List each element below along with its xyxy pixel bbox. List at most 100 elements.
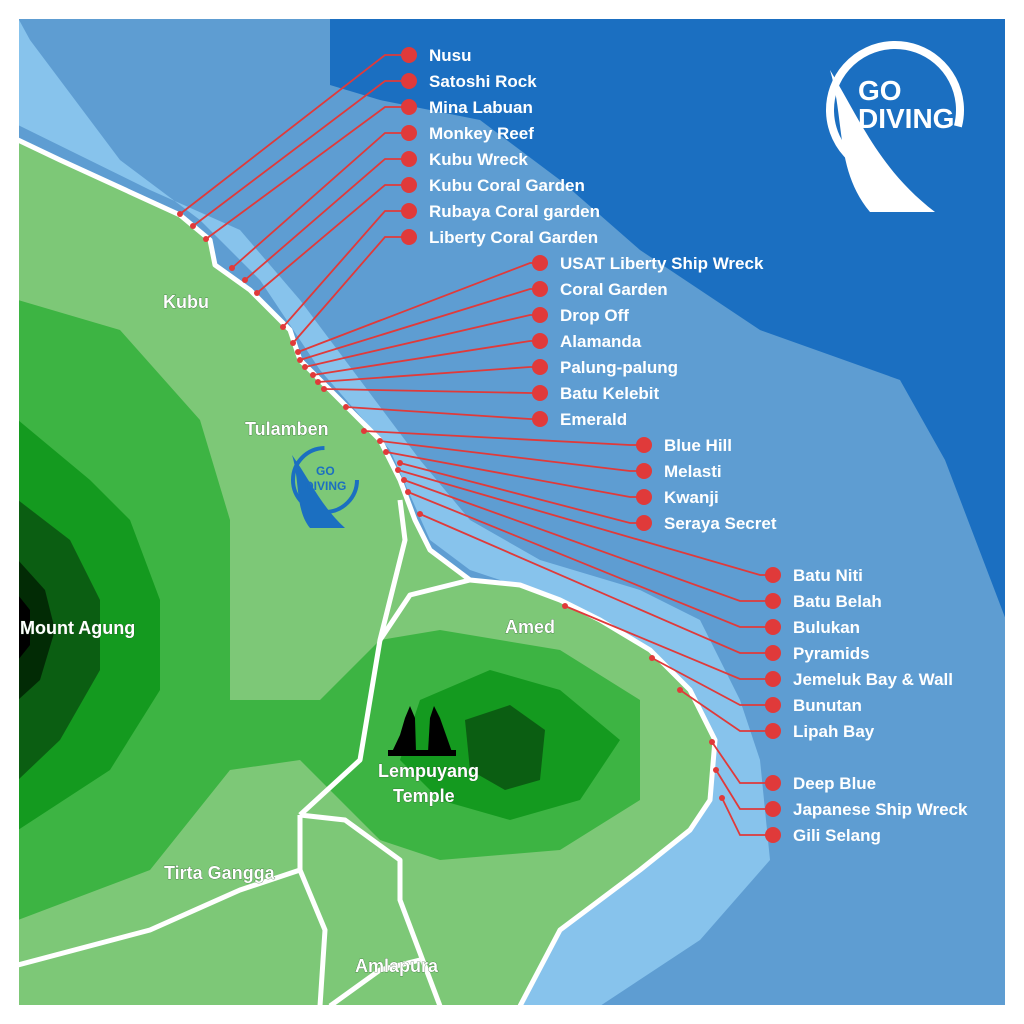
- dive-site-label[interactable]: Melasti: [664, 462, 722, 481]
- marker-dot-icon[interactable]: [765, 827, 781, 843]
- marker-dot-icon[interactable]: [532, 333, 548, 349]
- marker-dot-icon[interactable]: [636, 489, 652, 505]
- dive-site-label[interactable]: Drop Off: [560, 306, 629, 325]
- dive-site-nusu[interactable]: Nusu: [401, 46, 472, 65]
- site-point-melasti: [377, 438, 383, 444]
- dive-site-melasti[interactable]: Melasti: [636, 462, 722, 481]
- marker-dot-icon[interactable]: [401, 203, 417, 219]
- dive-site-coral-garden[interactable]: Coral Garden: [532, 280, 668, 299]
- dive-site-kwanji[interactable]: Kwanji: [636, 488, 719, 507]
- marker-dot-icon[interactable]: [765, 723, 781, 739]
- dive-site-label[interactable]: Gili Selang: [793, 826, 881, 845]
- marker-dot-icon[interactable]: [636, 437, 652, 453]
- dive-site-label[interactable]: Liberty Coral Garden: [429, 228, 598, 247]
- site-point-pyramids: [417, 511, 423, 517]
- marker-dot-icon[interactable]: [636, 515, 652, 531]
- marker-dot-icon[interactable]: [765, 645, 781, 661]
- marker-dot-icon[interactable]: [765, 697, 781, 713]
- marker-dot-icon[interactable]: [765, 801, 781, 817]
- dive-site-label[interactable]: Deep Blue: [793, 774, 876, 793]
- marker-dot-icon[interactable]: [401, 47, 417, 63]
- marker-dot-icon[interactable]: [765, 619, 781, 635]
- marker-dot-icon[interactable]: [401, 177, 417, 193]
- logo-text-go: GO: [858, 75, 902, 106]
- site-point-bulukan: [405, 489, 411, 495]
- site-point-batu-kelebit: [321, 386, 327, 392]
- dive-site-label[interactable]: Lipah Bay: [793, 722, 875, 741]
- dive-site-gili-selang[interactable]: Gili Selang: [765, 826, 881, 845]
- marker-dot-icon[interactable]: [636, 463, 652, 479]
- dive-site-label[interactable]: Batu Kelebit: [560, 384, 660, 403]
- site-point-batu-belah: [401, 477, 407, 483]
- dive-site-palung-palung[interactable]: Palung-palung: [532, 358, 678, 377]
- dive-site-emerald[interactable]: Emerald: [532, 410, 627, 429]
- dive-site-label[interactable]: Emerald: [560, 410, 627, 429]
- dive-site-satoshi-rock[interactable]: Satoshi Rock: [401, 72, 537, 91]
- dive-site-label[interactable]: Coral Garden: [560, 280, 668, 299]
- marker-dot-icon[interactable]: [532, 281, 548, 297]
- dive-site-label[interactable]: Jemeluk Bay & Wall: [793, 670, 953, 689]
- dive-site-label[interactable]: Bunutan: [793, 696, 862, 715]
- marker-dot-icon[interactable]: [532, 359, 548, 375]
- dive-site-kubu-wreck[interactable]: Kubu Wreck: [401, 150, 528, 169]
- dive-site-seraya-secret[interactable]: Seraya Secret: [636, 514, 777, 533]
- site-point-coral-garden: [297, 357, 303, 363]
- dive-site-label[interactable]: Bulukan: [793, 618, 860, 637]
- dive-site-label[interactable]: Rubaya Coral garden: [429, 202, 600, 221]
- marker-dot-icon[interactable]: [765, 775, 781, 791]
- marker-dot-icon[interactable]: [532, 385, 548, 401]
- dive-site-deep-blue[interactable]: Deep Blue: [765, 774, 876, 793]
- marker-dot-icon[interactable]: [401, 151, 417, 167]
- dive-site-usat-liberty-ship-wreck[interactable]: USAT Liberty Ship Wreck: [532, 254, 764, 273]
- site-point-blue-hill: [361, 428, 367, 434]
- dive-site-blue-hill[interactable]: Blue Hill: [636, 436, 732, 455]
- marker-dot-icon[interactable]: [401, 125, 417, 141]
- dive-site-label[interactable]: Kwanji: [664, 488, 719, 507]
- dive-site-batu-belah[interactable]: Batu Belah: [765, 592, 882, 611]
- dive-site-label[interactable]: Kubu Coral Garden: [429, 176, 585, 195]
- dive-site-label[interactable]: Pyramids: [793, 644, 870, 663]
- dive-site-liberty-coral-garden[interactable]: Liberty Coral Garden: [401, 228, 598, 247]
- dive-site-label[interactable]: Palung-palung: [560, 358, 678, 377]
- dive-site-label[interactable]: Satoshi Rock: [429, 72, 537, 91]
- dive-site-label[interactable]: Batu Belah: [793, 592, 882, 611]
- marker-dot-icon[interactable]: [532, 307, 548, 323]
- marker-dot-icon[interactable]: [765, 593, 781, 609]
- dive-site-label[interactable]: USAT Liberty Ship Wreck: [560, 254, 764, 273]
- dive-site-label[interactable]: Mina Labuan: [429, 98, 533, 117]
- leader-line-bunutan: [651, 657, 773, 706]
- marker-dot-icon[interactable]: [401, 229, 417, 245]
- dive-site-label[interactable]: Kubu Wreck: [429, 150, 528, 169]
- dive-site-drop-off[interactable]: Drop Off: [532, 306, 629, 325]
- dive-site-label[interactable]: Nusu: [429, 46, 472, 65]
- dive-site-japanese-ship-wreck[interactable]: Japanese Ship Wreck: [765, 800, 968, 819]
- dive-site-batu-kelebit[interactable]: Batu Kelebit: [532, 384, 660, 403]
- marker-dot-icon[interactable]: [765, 671, 781, 687]
- dive-site-bulukan[interactable]: Bulukan: [765, 618, 860, 637]
- marker-dot-icon[interactable]: [532, 411, 548, 427]
- dive-site-pyramids[interactable]: Pyramids: [765, 644, 870, 663]
- road: [377, 577, 471, 642]
- dive-site-lipah-bay[interactable]: Lipah Bay: [765, 722, 875, 741]
- marker-dot-icon[interactable]: [401, 73, 417, 89]
- road: [328, 957, 421, 1006]
- dive-site-rubaya-coral-garden[interactable]: Rubaya Coral garden: [401, 202, 600, 221]
- dive-site-kubu-coral-garden[interactable]: Kubu Coral Garden: [401, 176, 585, 195]
- dive-site-bunutan[interactable]: Bunutan: [765, 696, 862, 715]
- dive-site-jemeluk-bay-wall[interactable]: Jemeluk Bay & Wall: [765, 670, 953, 689]
- dive-site-label[interactable]: Seraya Secret: [664, 514, 777, 533]
- marker-dot-icon[interactable]: [532, 255, 548, 271]
- dive-site-alamanda[interactable]: Alamanda: [532, 332, 642, 351]
- dive-site-mina-labuan[interactable]: Mina Labuan: [401, 98, 533, 117]
- dive-site-batu-niti[interactable]: Batu Niti: [765, 566, 863, 585]
- dive-site-label[interactable]: Batu Niti: [793, 566, 863, 585]
- site-point-nusu: [177, 211, 183, 217]
- dive-site-label[interactable]: Japanese Ship Wreck: [793, 800, 968, 819]
- dive-site-label[interactable]: Monkey Reef: [429, 124, 534, 143]
- marker-dot-icon[interactable]: [401, 99, 417, 115]
- marker-dot-icon[interactable]: [765, 567, 781, 583]
- site-point-batu-niti: [395, 467, 401, 473]
- dive-site-monkey-reef[interactable]: Monkey Reef: [401, 124, 534, 143]
- dive-site-label[interactable]: Alamanda: [560, 332, 642, 351]
- dive-site-label[interactable]: Blue Hill: [664, 436, 732, 455]
